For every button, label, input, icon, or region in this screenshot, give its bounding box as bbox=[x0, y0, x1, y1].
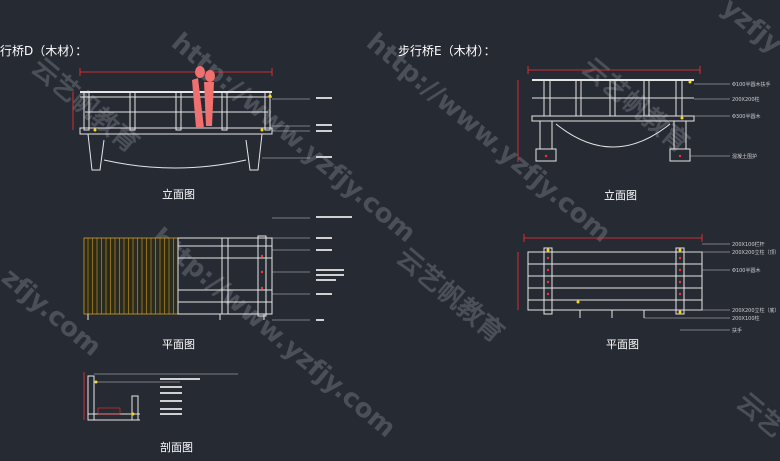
drawing-d-plan-label: 平面图 bbox=[162, 338, 195, 351]
drawing-d-plan bbox=[83, 216, 352, 321]
watermark-corner-bottom: 云艺 bbox=[731, 387, 780, 443]
e-elevation-note-1: Φ100半圆木扶手 bbox=[732, 81, 770, 88]
e-plan-note-3: Φ100半圆木 bbox=[732, 267, 760, 274]
drawing-d-elevation bbox=[72, 66, 332, 171]
drawing-e-elevation bbox=[517, 66, 730, 162]
drawing-d-section bbox=[83, 372, 238, 421]
watermark-brand-1: 云艺帆教育 bbox=[26, 52, 146, 159]
drawing-d-section-label: 剖面图 bbox=[160, 440, 193, 454]
people-figure bbox=[192, 66, 215, 128]
watermark-brand-3: 云艺帆教育 bbox=[391, 242, 511, 349]
drawing-e-elevation-label: 立面图 bbox=[604, 188, 637, 202]
e-plan-note-5: 200X100柱 bbox=[732, 315, 760, 322]
e-plan-note-4: 200X200立柱（底） bbox=[732, 307, 780, 314]
watermark-brand-2: 云艺帆教育 bbox=[576, 52, 696, 159]
e-plan-note-2: 200X200立柱（顶） bbox=[732, 249, 780, 256]
watermarks: http://www.yzfjy.com http://www.yzfjy.co… bbox=[0, 0, 780, 444]
watermark-url-3: http://www.yzfjy.com bbox=[146, 222, 402, 443]
e-elevation-note-2: 200X200柱 bbox=[732, 96, 760, 103]
drawing-d-elevation-label: 立面图 bbox=[162, 187, 195, 201]
e-plan-note-1: 200X100栏杆 bbox=[732, 241, 765, 248]
e-elevation-note-4: 混凝土围护 bbox=[732, 153, 757, 160]
drawing-e-plan-label: 平面图 bbox=[606, 338, 639, 351]
drawing-e-plan bbox=[517, 234, 730, 331]
e-plan-note-6: 扶手 bbox=[732, 327, 742, 334]
e-elevation-note-3: Φ300半圆木 bbox=[732, 113, 760, 120]
drawing-d-title: 行桥D（木材）： bbox=[0, 44, 87, 58]
watermark-corner-top: yzfjy bbox=[716, 0, 780, 60]
drawing-e-title: 步行桥E（木材）： bbox=[398, 44, 496, 58]
